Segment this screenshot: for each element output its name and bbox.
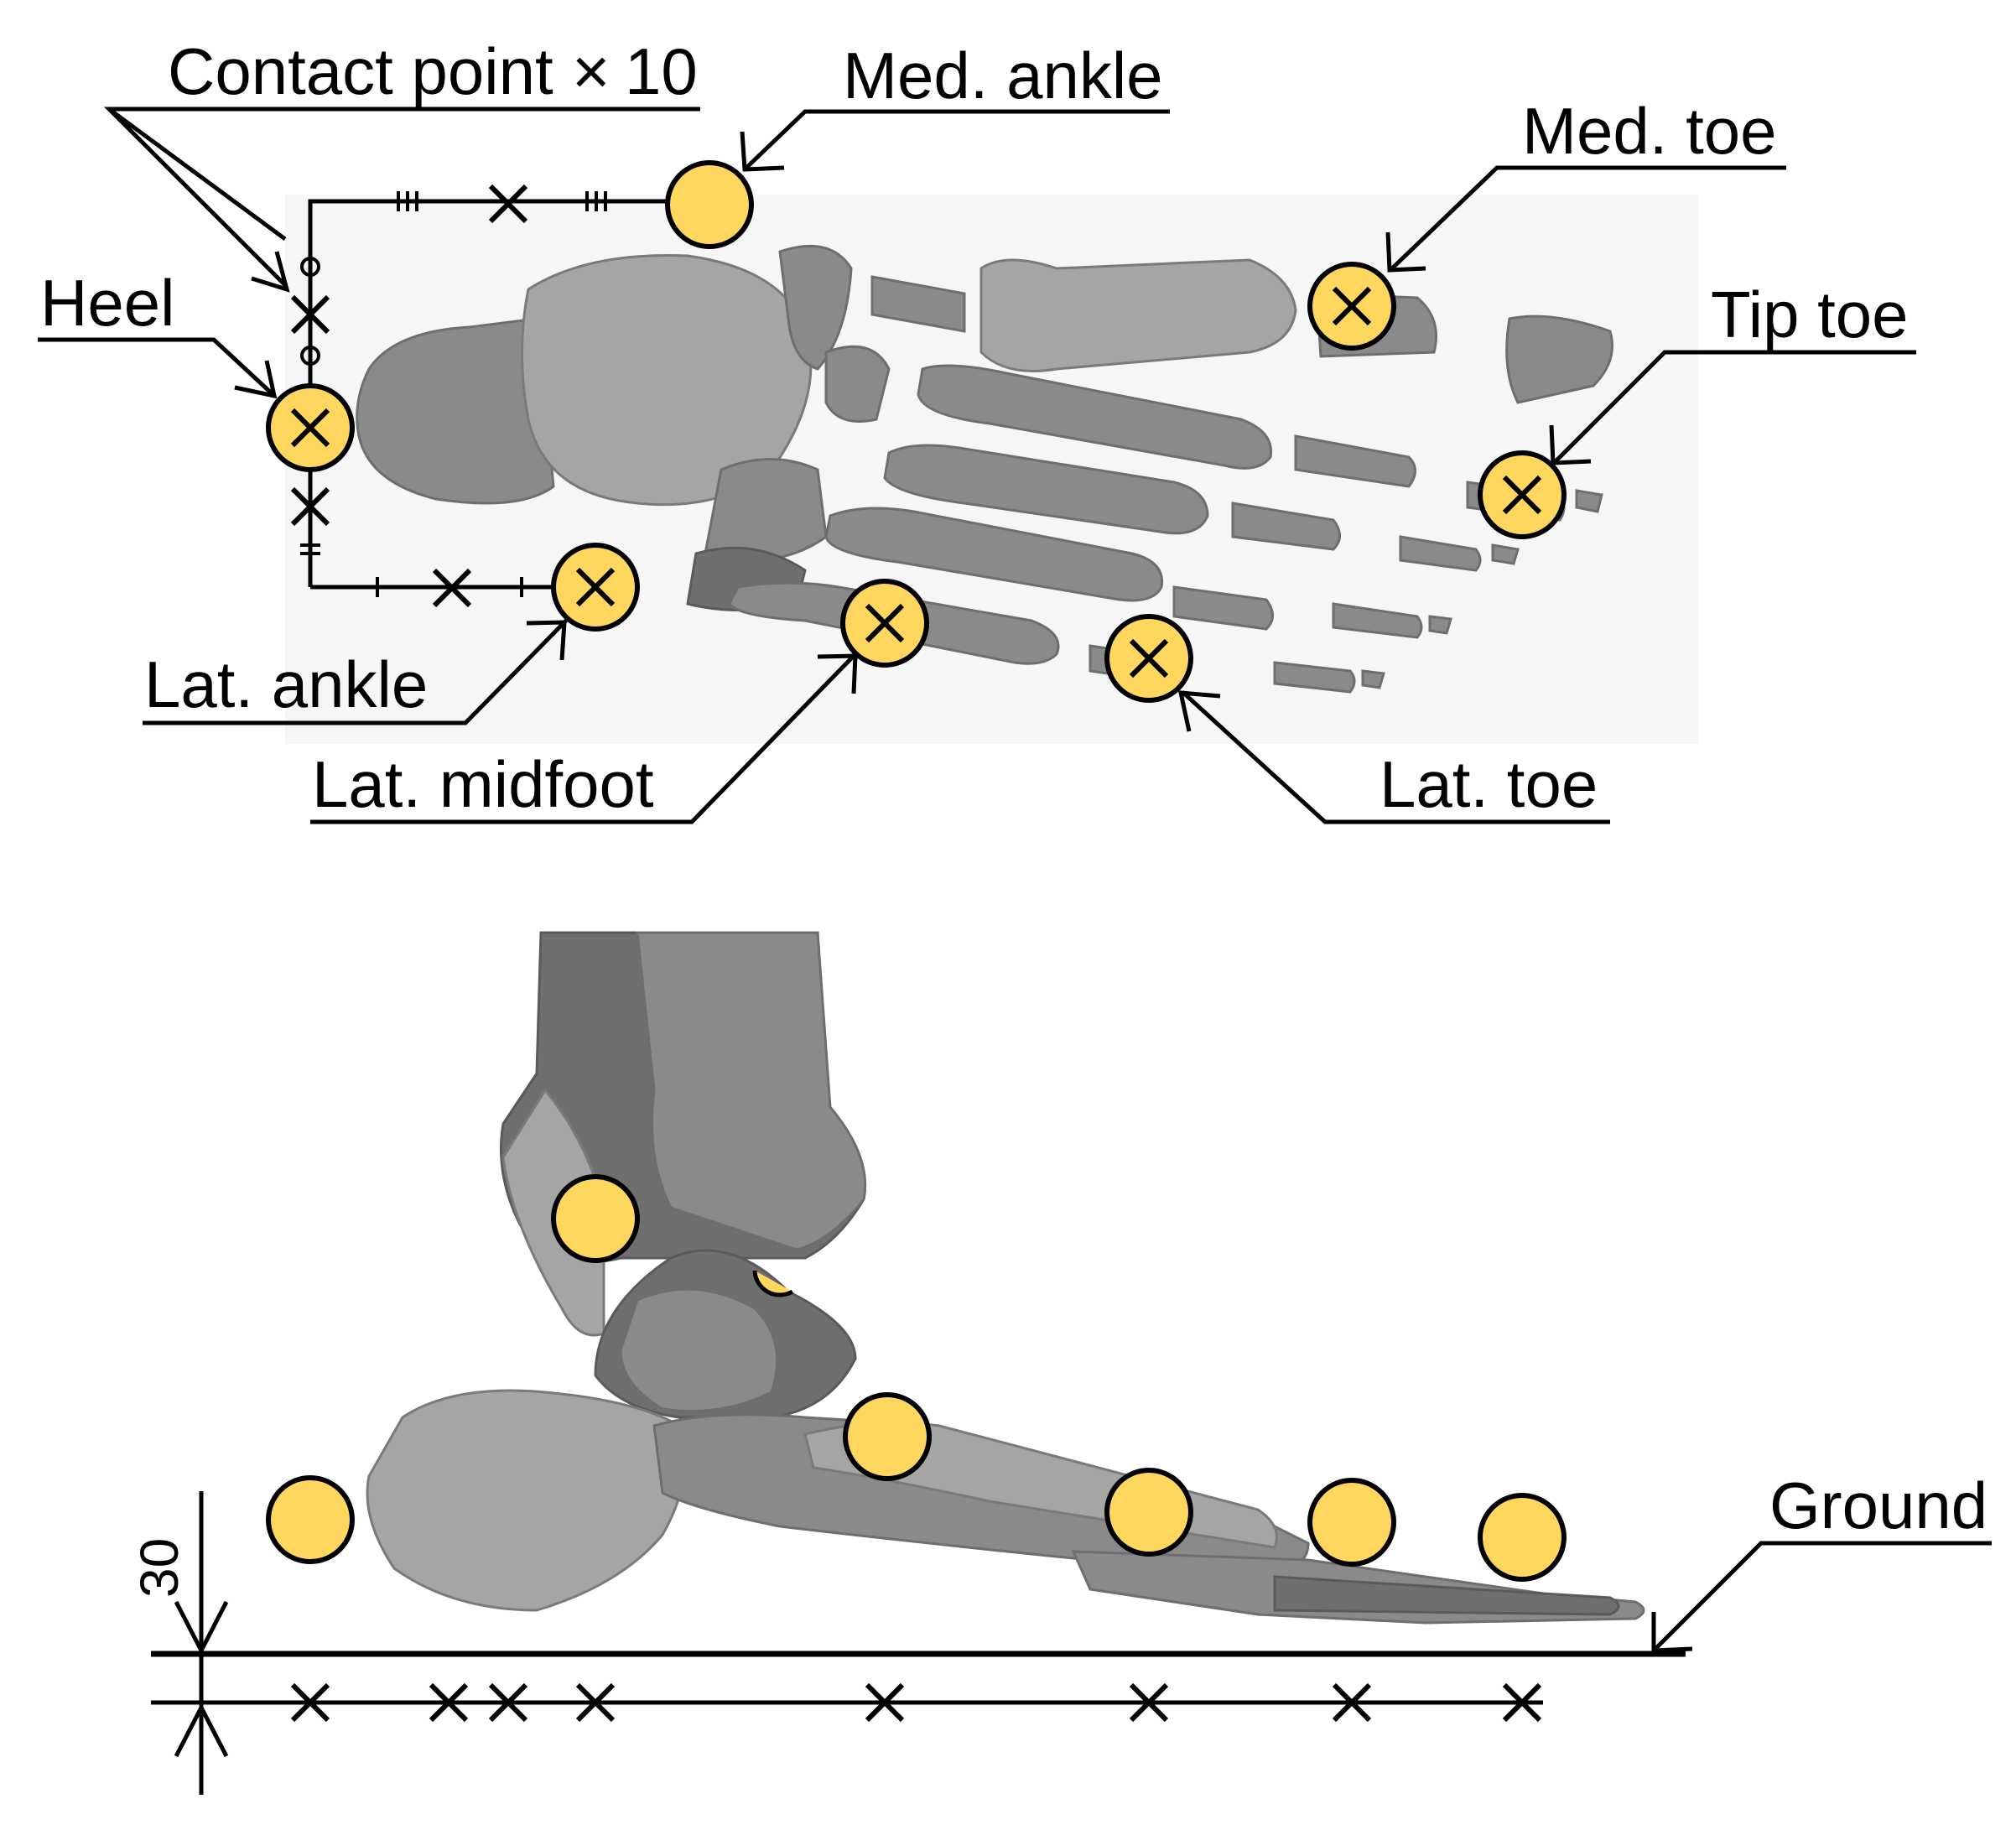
contact-cross-top [488,184,528,224]
dimension-label: 30 [129,1538,190,1598]
top-leaders [38,107,1916,824]
side-contact-crosses [290,1682,1542,1723]
ground-lines [151,1491,1686,1795]
side-cross-1 [290,1682,330,1723]
contact-cross-left-1 [290,294,330,335]
med-toe-label: Med. toe [1522,94,1777,168]
tip-toe-label: Tip toe [1711,278,1909,351]
med-toe-marker [1307,262,1396,351]
lat-toe-marker [1104,614,1193,703]
foot-skeleton-side [366,931,1645,1625]
side-med-toe-marker [1307,1478,1396,1567]
contact-point-label: Contact point [168,34,553,108]
med-ankle-label: Med. ankle [843,39,1163,112]
side-view-panel: Ground 30 [129,931,1992,1795]
side-heel-marker [266,1475,355,1564]
lat-midfoot-marker [840,579,929,668]
side-lat-midfoot-marker [843,1392,932,1481]
side-cross-3 [488,1682,528,1723]
contact-point-count: 10 [625,34,698,108]
top-markers [266,160,1567,703]
top-view-panel: Contact point × 10 Med. ankle Med. toe H… [38,34,1916,824]
side-cross-4 [575,1682,616,1723]
med-ankle-marker [665,160,754,249]
contact-point-guides [290,184,704,608]
lat-toe-label: Lat. toe [1380,747,1598,821]
side-lat-toe-marker [1104,1468,1193,1557]
side-cross-8 [1502,1682,1542,1723]
tip-toe-marker [1478,450,1567,539]
side-markers [266,1174,1567,1582]
lat-midfoot-label: Lat. midfoot [312,747,654,821]
ground-label: Ground [1769,1469,1987,1542]
side-cross-2 [429,1682,469,1723]
contact-cross-bottom [432,568,472,608]
contact-cross-left-2 [290,486,330,527]
side-cross-5 [865,1682,905,1723]
side-cross-6 [1129,1682,1169,1723]
heel-marker [266,383,355,472]
side-med-ankle-marker [551,1174,640,1263]
heel-label: Heel [40,266,174,340]
top-labels: Contact point × 10 Med. ankle Med. toe H… [40,34,1909,821]
contact-point-multiplier: × [572,34,611,108]
side-cross-7 [1332,1682,1372,1723]
lat-ankle-marker [551,543,640,632]
side-tip-toe-marker [1478,1493,1567,1582]
lat-ankle-label: Lat. ankle [144,647,428,721]
